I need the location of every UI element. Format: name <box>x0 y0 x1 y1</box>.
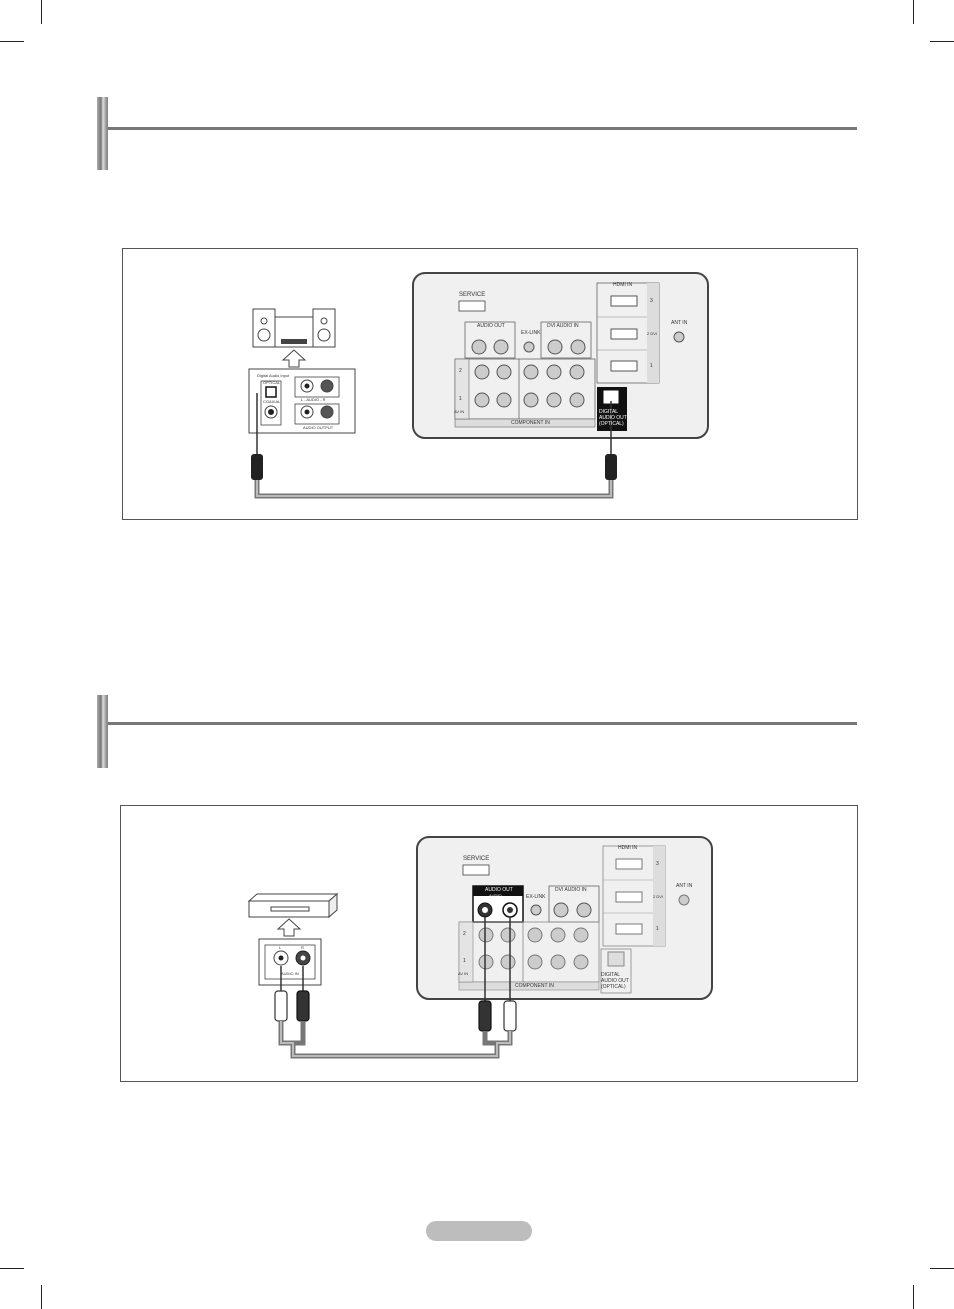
page-number-badge <box>426 1221 532 1241</box>
hdmi-in-label: HDMI IN <box>618 845 638 851</box>
row-number-2: 2 <box>459 368 462 374</box>
hdmi-number-2: 2 DVI <box>653 894 664 899</box>
audio-label: AUDIO <box>489 893 502 898</box>
diagram-frame-optical: SERVICE AUDIO OUT EX-LINK DVI AUDIO IN H… <box>122 248 858 520</box>
optical-connection-diagram <box>248 272 709 499</box>
row-number-1: 1 <box>463 958 466 964</box>
analog-audio-connection-diagram <box>247 836 713 1059</box>
hdmi-number-1: 1 <box>656 926 659 932</box>
device-r-label: R <box>301 945 304 950</box>
component-in-label: COMPONENT IN <box>511 420 550 426</box>
hdmi-number-2: 2 DVI <box>647 331 658 336</box>
component-in-label: COMPONENT IN <box>515 983 554 989</box>
crop-mark <box>913 1285 914 1309</box>
digital-audio-out-label: DIGITAL AUDIO OUT (OPTICAL) <box>601 972 629 990</box>
crop-mark <box>930 1268 954 1269</box>
hdmi-number-1: 1 <box>650 363 653 369</box>
ant-in-label: ANT IN <box>676 883 693 889</box>
hdmi-number-3: 3 <box>650 298 653 304</box>
dvi-audio-in-label: DVI AUDIO IN <box>547 323 579 329</box>
service-label: SERVICE <box>459 292 486 298</box>
crop-mark <box>930 41 954 42</box>
coaxial-label: COAXIAL <box>263 399 281 404</box>
section-rule <box>108 127 857 130</box>
diagram-frame-analog: SERVICE AUDIO OUT AUDIO EX-LINK DVI AUDI… <box>120 805 858 1082</box>
ex-link-label: EX-LINK <box>521 330 541 336</box>
optical-label: OPTICAL <box>263 380 281 385</box>
section-marker <box>97 97 108 170</box>
digital-audio-input-label: Digital Audio Input <box>257 373 290 378</box>
crop-mark <box>41 0 42 24</box>
audio-out-label: AUDIO OUT <box>477 323 505 329</box>
audio-out-label: AUDIO OUT <box>485 887 513 893</box>
ex-link-label: EX-LINK <box>526 894 546 900</box>
av-in-label: AV IN <box>454 409 465 414</box>
row-number-1: 1 <box>459 396 462 402</box>
av-in-label: AV IN <box>458 971 469 976</box>
crop-mark <box>0 1268 24 1269</box>
device-l-label: L <box>279 945 282 950</box>
digital-audio-out-label: DIGITAL AUDIO OUT (OPTICAL) <box>599 409 627 427</box>
crop-mark <box>41 1285 42 1309</box>
audio-lr-label: L - AUDIO - R <box>301 397 326 402</box>
crop-mark <box>913 0 914 24</box>
ant-in-label: ANT IN <box>671 320 688 326</box>
service-label: SERVICE <box>463 856 490 862</box>
hdmi-number-3: 3 <box>656 861 659 867</box>
audio-in-label: AUDIO IN <box>281 971 299 976</box>
section-marker <box>97 695 108 768</box>
crop-mark <box>0 41 24 42</box>
audio-output-label: AUDIO OUTPUT <box>303 425 334 430</box>
dvi-audio-in-label: DVI AUDIO IN <box>555 887 587 893</box>
row-number-2: 2 <box>463 931 466 937</box>
hdmi-in-label: HDMI IN <box>613 282 633 288</box>
section-rule <box>108 722 857 725</box>
